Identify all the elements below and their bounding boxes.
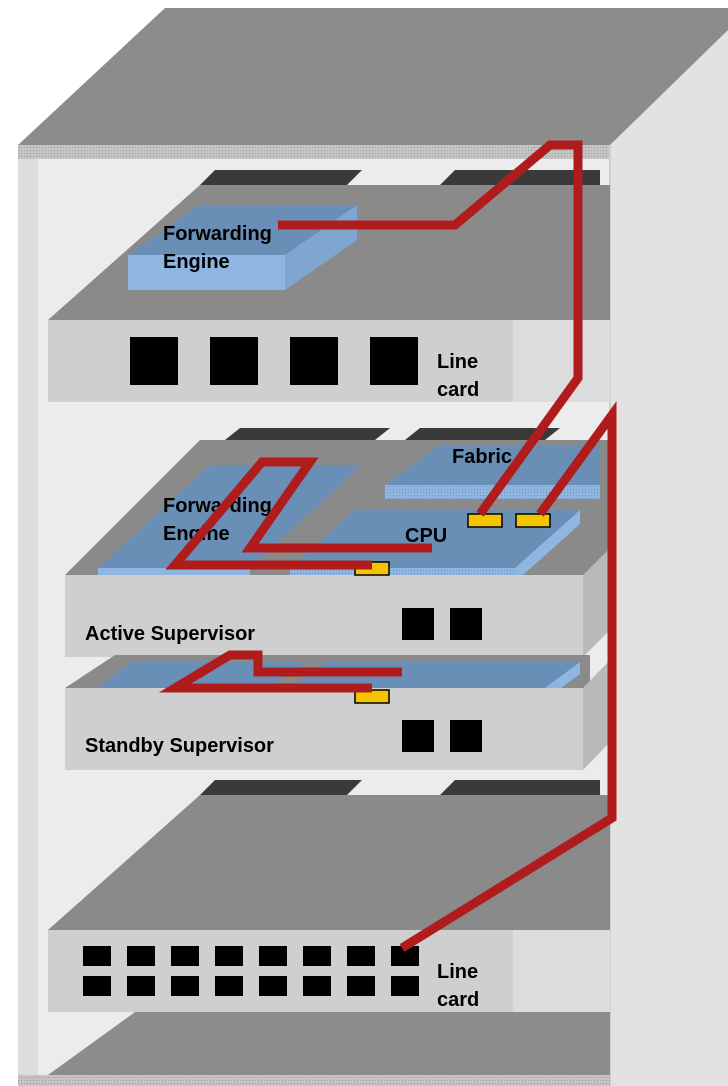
forwarding-engine-sup-label-line1: Forwarding: [163, 495, 272, 517]
chassis-bottom-rail: [18, 1075, 610, 1086]
port-top-3: [290, 337, 338, 385]
data-paths: [158, 140, 617, 952]
port-bottom: [171, 976, 199, 996]
port-top-1: [130, 337, 178, 385]
line-card-top-front: [48, 320, 513, 402]
rail-bottom-2: [440, 780, 600, 795]
active-supervisor-front: [65, 575, 583, 657]
port-bottom: [391, 946, 419, 966]
active-port-2: [450, 608, 482, 640]
cpu-module: [290, 510, 580, 568]
line-card-bottom-label-line1: Line: [437, 961, 478, 983]
port-bottom: [83, 976, 111, 996]
line-card-bottom-front: [48, 930, 513, 1012]
port-bottom: [215, 946, 243, 966]
connector-fabric-2: [515, 513, 551, 528]
port-bottom: [171, 946, 199, 966]
rail-top-1: [200, 170, 362, 185]
rail-bottom-1: [200, 780, 362, 795]
rail-sup-1: [225, 428, 390, 440]
fabric-label: Fabric: [452, 446, 512, 468]
active-supervisor-label: Active Supervisor: [85, 623, 255, 645]
port-top-4: [370, 337, 418, 385]
line-card-top-label-line2: card: [437, 379, 479, 401]
path-standby-loop: [158, 650, 402, 693]
rail-sup-2: [405, 428, 560, 440]
port-bottom: [303, 976, 331, 996]
chassis-top-rail: [18, 145, 610, 159]
standby-supervisor-label: Standby Supervisor: [85, 735, 274, 757]
forwarding-engine-sup-module: [98, 465, 362, 568]
port-bottom: [391, 976, 419, 996]
chassis-top-panel: [18, 8, 728, 145]
active-supervisor-side: [583, 548, 610, 657]
path-bottom-line-card-to-fabric: [399, 401, 617, 952]
port-bottom: [303, 946, 331, 966]
standby-supervisor-front: [65, 688, 583, 770]
standby-port-2: [450, 720, 482, 752]
port-bottom: [215, 976, 243, 996]
line-card-bottom: Line card: [48, 780, 610, 1012]
cpu-module-side: [515, 510, 580, 582]
cpu-label: CPU: [405, 525, 447, 547]
chassis-left-post: [18, 145, 38, 1085]
forwarding-engine-top-edge: [128, 255, 285, 290]
active-port-1: [402, 608, 434, 640]
port-bottom: [259, 946, 287, 966]
connector-fabric-1: [467, 513, 503, 528]
line-card-top-label-line1: Line: [437, 351, 478, 373]
port-bottom: [83, 946, 111, 966]
port-bottom: [347, 946, 375, 966]
path-cpu-to-forwarding-engine: [165, 457, 432, 570]
forwarding-engine-top-module: [128, 205, 357, 255]
port-grid-bottom: [83, 946, 419, 996]
rail-top-2: [440, 170, 600, 185]
port-bottom: [259, 976, 287, 996]
line-card-top: Forwarding Engine Line card: [48, 170, 610, 402]
fabric-module: [385, 445, 600, 485]
port-bottom: [127, 946, 155, 966]
forwarding-engine-top-label-line2: Engine: [163, 251, 230, 273]
forwarding-engine-top-label-line1: Forwarding: [163, 223, 272, 245]
chassis-right-side: [610, 30, 728, 1086]
line-card-top-rail-edge: [513, 320, 610, 402]
standby-supervisor-side: [583, 660, 610, 770]
active-supervisor-card: Fabric Forwarding Engine CPU Active Supe…: [65, 428, 610, 657]
port-top-2: [210, 337, 258, 385]
standby-port-1: [402, 720, 434, 752]
port-bottom: [127, 976, 155, 996]
line-card-bottom-label-line2: card: [437, 989, 479, 1011]
line-card-bottom-surface: [48, 795, 610, 930]
port-bottom: [347, 976, 375, 996]
path-top-line-card-to-fabric: [278, 140, 583, 517]
line-card-bottom-rail-edge: [513, 930, 610, 1012]
